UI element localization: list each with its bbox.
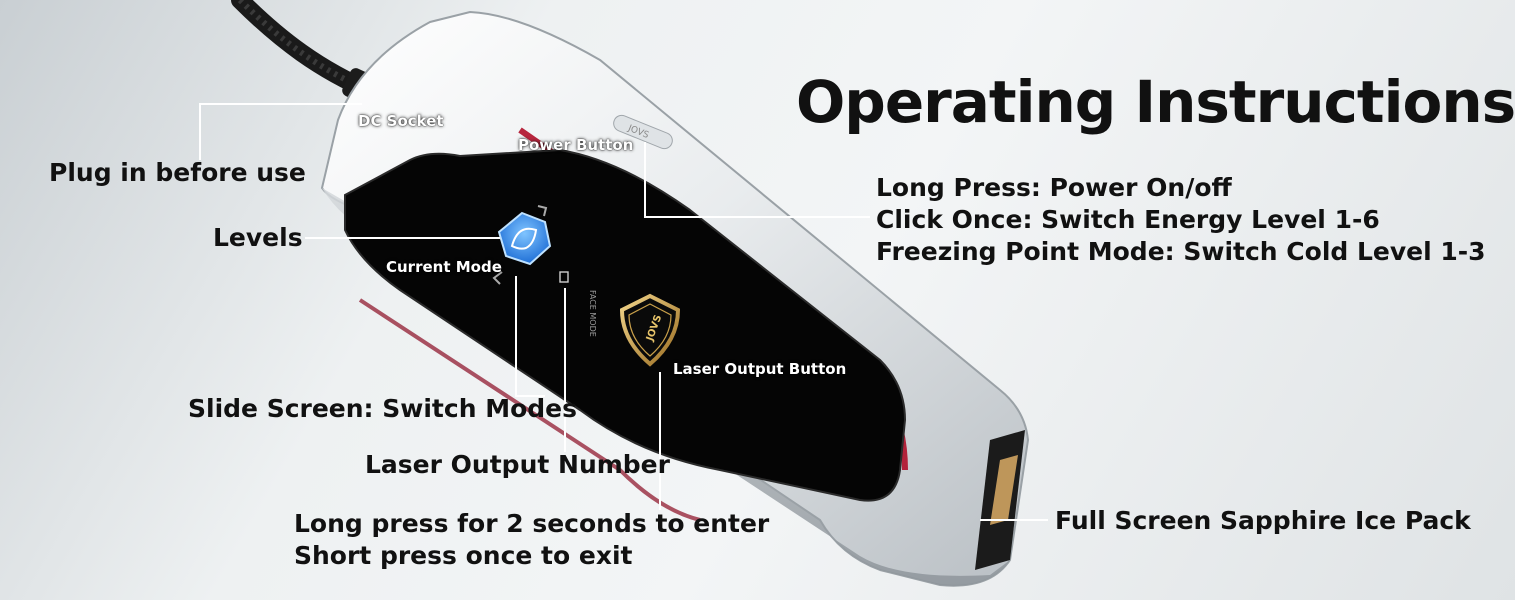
power-button-hardware [613, 114, 673, 150]
laser-press-line-2: Short press once to exit [294, 541, 633, 570]
ice-pack-label: Full Screen Sapphire Ice Pack [1055, 506, 1471, 535]
plug-in-label: Plug in before use [49, 158, 306, 187]
leader-power-button [644, 142, 870, 218]
power-instruction-line-2: Click Once: Switch Energy Level 1-6 [876, 205, 1380, 234]
device-illustration: JOVS FACE MODE JOVS [199, 0, 1048, 587]
current-mode-label: Current Mode [386, 258, 502, 276]
leader-lines [199, 103, 1048, 521]
laser-output-number-indicator [559, 271, 569, 283]
chevron-down-left-icon [492, 271, 503, 285]
laser-press-line-1: Long press for 2 seconds to enter [294, 509, 770, 538]
laser-press-instructions: Long press for 2 seconds to enter Short … [294, 508, 769, 572]
leader-slide-screen [515, 276, 545, 397]
power-instructions: Long Press: Power On/off Click Once: Swi… [876, 172, 1486, 268]
power-instruction-line-3: Freezing Point Mode: Switch Cold Level 1… [876, 237, 1486, 266]
page-title: Operating Instructions [796, 68, 1515, 136]
current-mode-icon [497, 211, 552, 266]
slide-screen-label: Slide Screen: Switch Modes [188, 394, 577, 423]
power-button-label: Power Button [518, 136, 634, 154]
laser-output-button-label: Laser Output Button [673, 360, 847, 378]
product-scene: JOVS FACE MODE JOVS Operating Instructio… [49, 0, 1515, 587]
chevron-up-right-icon [537, 205, 548, 217]
laser-output-number-label: Laser Output Number [365, 450, 670, 479]
dc-socket-label: DC Socket [358, 112, 444, 130]
leader-dc-socket [199, 103, 362, 160]
levels-label: Levels [213, 223, 303, 252]
power-instruction-line-1: Long Press: Power On/off [876, 173, 1232, 202]
screen-mode-text: FACE MODE [588, 290, 597, 337]
laser-output-button-shield: JOVS [619, 293, 681, 367]
